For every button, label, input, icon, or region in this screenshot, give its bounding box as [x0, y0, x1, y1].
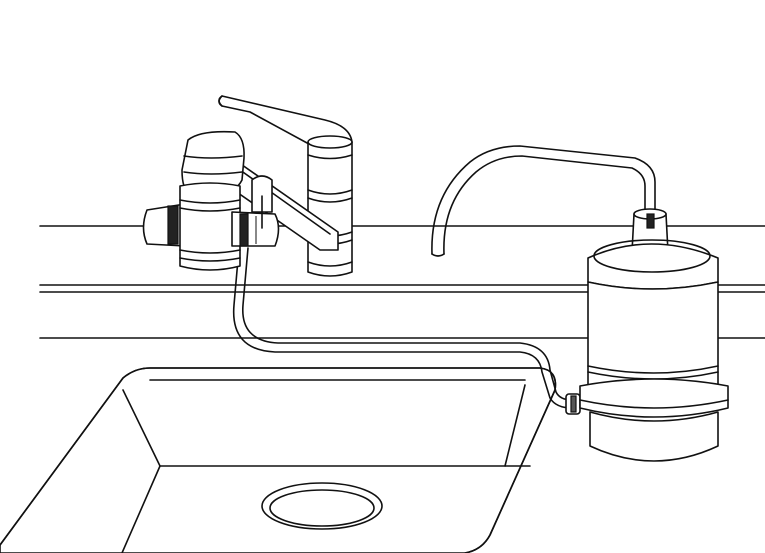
filter-spout [431, 145, 656, 257]
drain [261, 482, 383, 530]
sink [0, 367, 557, 553]
water-filter-cartridge [579, 208, 729, 462]
diverter-valve [142, 175, 280, 271]
